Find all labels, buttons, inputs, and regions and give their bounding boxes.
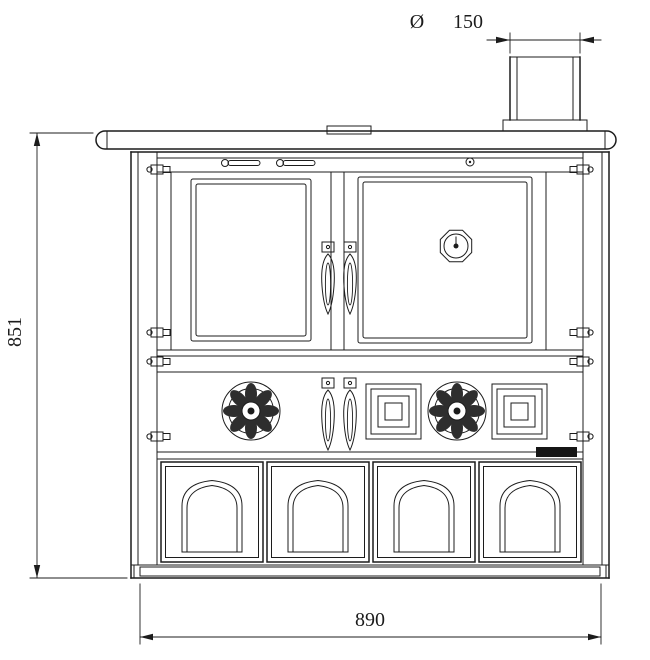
dimension-flue-diameter: Ø 150 — [410, 11, 602, 54]
hinge — [569, 356, 594, 367]
rosette-vent-right — [427, 381, 487, 441]
hinge — [146, 356, 171, 367]
drawer-front-1 — [160, 461, 264, 563]
drawer-front-2 — [266, 461, 370, 563]
hotplate-lid-handle — [326, 125, 372, 135]
width-dimension-value: 890 — [355, 609, 385, 631]
upper-door-handles — [321, 241, 357, 315]
hinge — [569, 164, 594, 175]
hinge — [146, 164, 171, 175]
door-handle — [343, 241, 357, 315]
flue-diameter-symbol: Ø — [410, 11, 424, 33]
drawer-row — [160, 461, 582, 563]
rosette-vent-left — [221, 381, 281, 441]
hinge — [146, 431, 171, 442]
stove-frame — [130, 151, 610, 579]
hinge — [569, 431, 594, 442]
right-hinge-column — [569, 164, 594, 442]
door-handle — [343, 377, 357, 451]
door-handle — [321, 377, 335, 451]
oven-door — [357, 176, 533, 344]
cooktop-plate — [95, 125, 617, 150]
air-vent-sliders — [221, 157, 475, 167]
coffer-panel-left — [365, 383, 422, 440]
coffer-panel-right — [491, 383, 548, 440]
flue-diameter-value: 150 — [453, 11, 483, 33]
screw-icon — [465, 157, 475, 167]
firebox-door — [190, 178, 312, 342]
left-hinge-column — [146, 164, 171, 442]
drawer-front-4 — [478, 461, 582, 563]
mid-section — [221, 377, 577, 457]
dimension-overall-height: 851 — [4, 132, 128, 579]
drawer-front-3 — [372, 461, 476, 563]
height-dimension-value: 851 — [4, 317, 26, 347]
nameplate — [536, 447, 577, 457]
plinth-base — [130, 564, 610, 579]
hinge — [146, 327, 171, 338]
flue-pipe — [502, 56, 588, 132]
door-handle — [321, 241, 335, 315]
dimension-overall-width: 890 — [139, 583, 602, 645]
thermometer-dial — [439, 229, 473, 263]
hinge — [569, 327, 594, 338]
